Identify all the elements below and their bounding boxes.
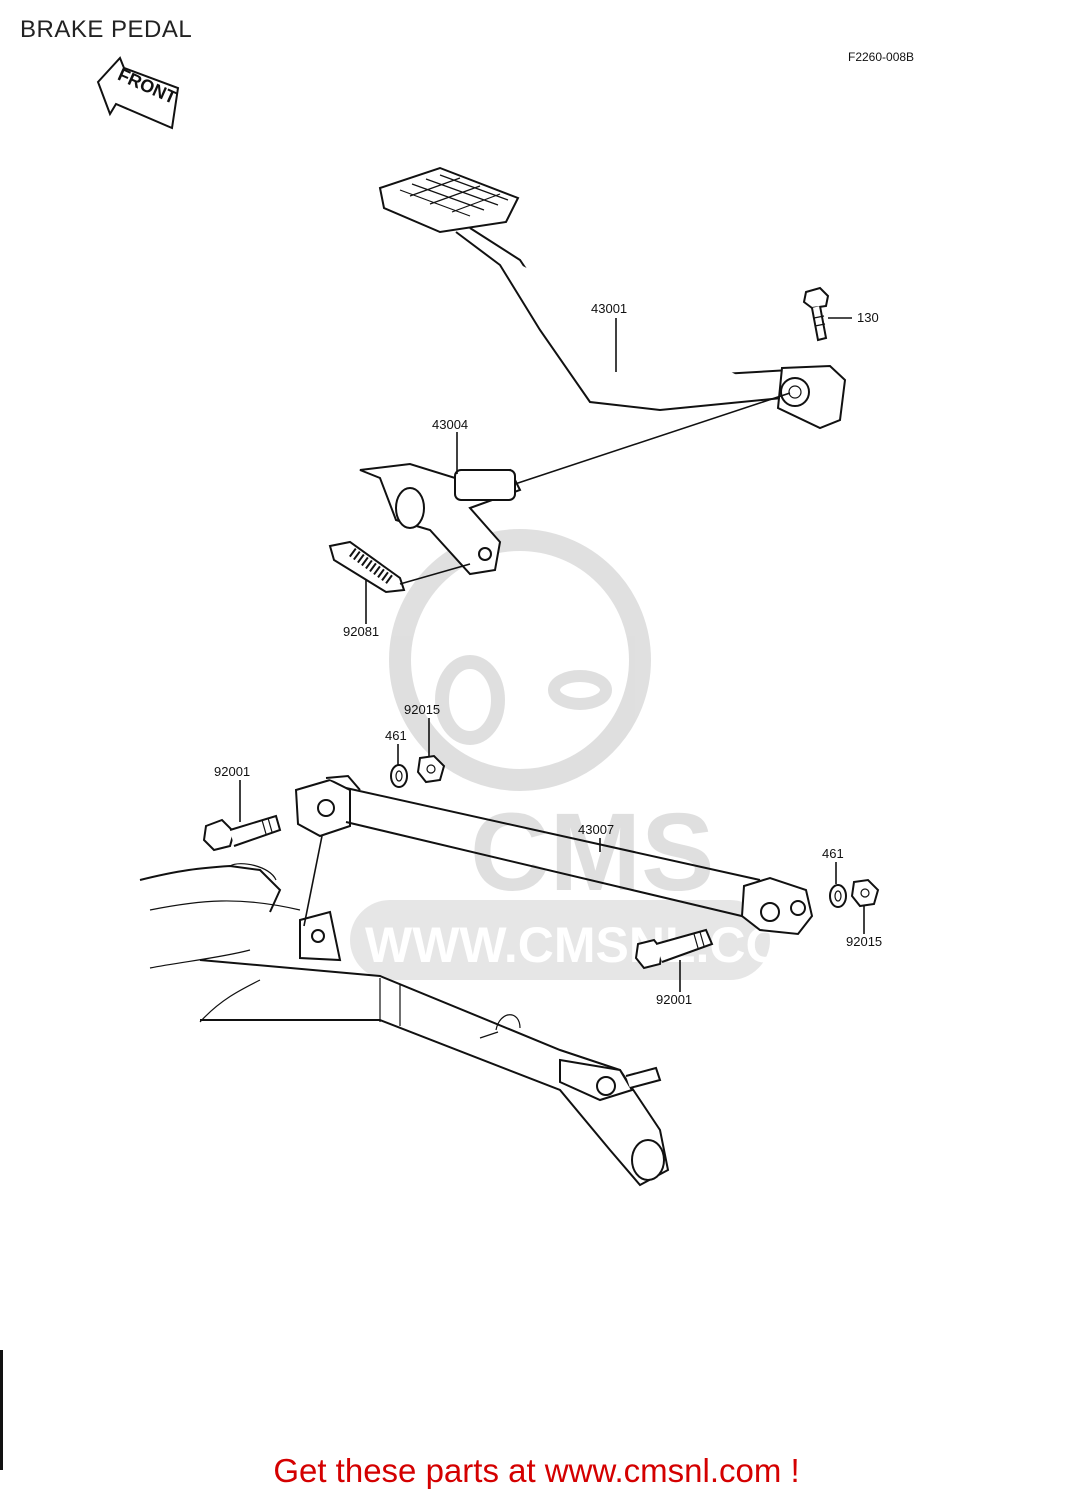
label-461-top: 461 [385, 728, 407, 743]
nut-92015-top-part [416, 754, 446, 784]
return-spring-part [328, 540, 471, 594]
nut-92015-right-part [850, 878, 880, 908]
pedal-shaft-part [359, 392, 791, 576]
label-43001: 43001 [591, 301, 627, 316]
front-arrow-icon: FRONT [96, 56, 180, 130]
frame-swingarm-part [139, 863, 670, 1187]
bolt-92001-left-part [202, 814, 282, 852]
washer-461-right-part [829, 884, 847, 908]
label-43007: 43007 [578, 822, 614, 837]
page-title: BRAKE PEDAL [20, 16, 193, 43]
label-92001-bottom: 92001 [656, 992, 692, 1007]
label-43004: 43004 [432, 417, 468, 432]
label-92081: 92081 [343, 624, 379, 639]
watermark-logo-text: CMS [470, 791, 714, 914]
label-130: 130 [857, 310, 879, 325]
brake-pedal-part [378, 166, 847, 430]
watermark-url: WWW.CMSNL.COM [365, 917, 826, 973]
brake-rod-part [294, 774, 814, 936]
washer-461-top-part [390, 764, 408, 788]
label-92015-right: 92015 [846, 934, 882, 949]
label-461-right: 461 [822, 846, 844, 861]
bolt-92001-bottom-part [634, 928, 714, 970]
label-92001-left: 92001 [214, 764, 250, 779]
bolt-130-part [802, 286, 830, 342]
scan-edge-mark [0, 1350, 3, 1470]
leader-lines [239, 317, 865, 992]
label-92015-top: 92015 [404, 702, 440, 717]
drawing-code: F2260-008B [848, 50, 915, 64]
footer-cta[interactable]: Get these parts at www.cmsnl.com ! [273, 1452, 800, 1489]
